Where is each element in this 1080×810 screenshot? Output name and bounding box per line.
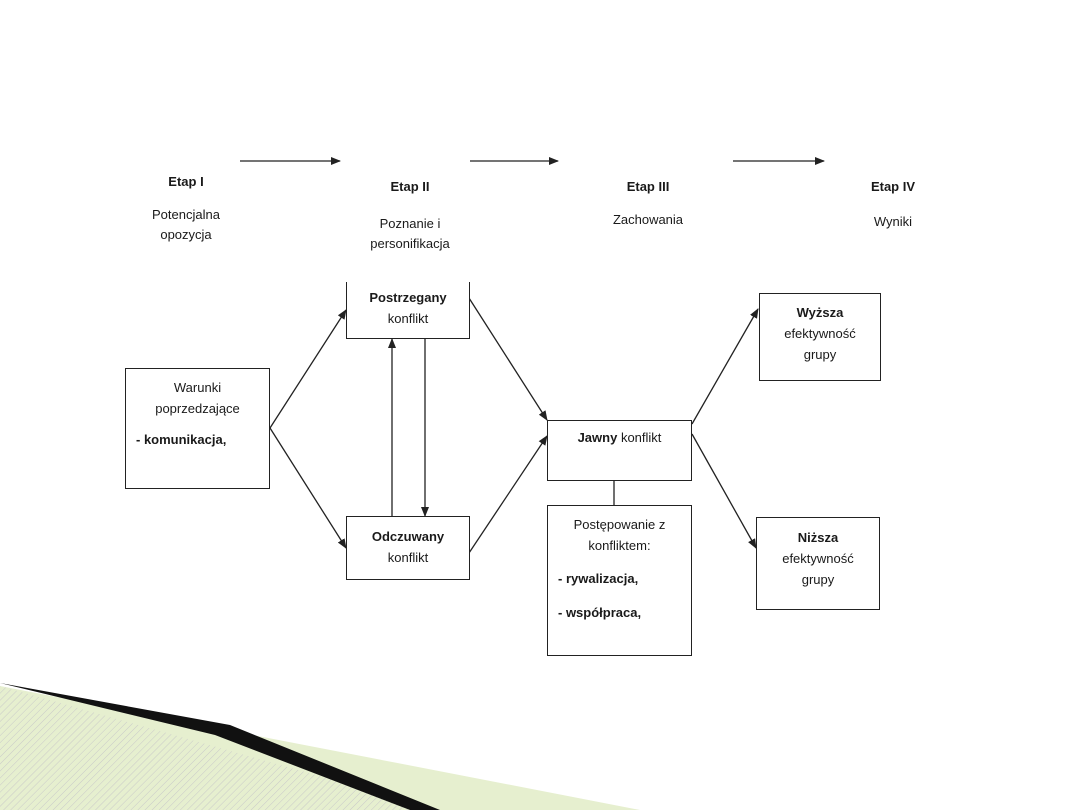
handling-item-1: - rywalizacja, [558,571,639,586]
conditions-line-2: poprzedzające [155,401,240,416]
higher-line-3: grupy [803,347,837,362]
stage-1: Etap I Potencjalna opozycja [121,174,251,245]
perceived-conflict-box: Postrzegany konflikt [346,282,470,339]
stage-1-desc-line-2: opozycja [160,227,212,242]
perceived-bold: Postrzegany [369,290,447,305]
dark-swoosh [0,683,440,810]
stage-2-desc-line-1: Poznanie i [379,216,441,231]
higher-line-2: efektywność [784,326,856,341]
higher-bold: Wyższa [796,305,844,320]
arrow-overt-lower [691,433,757,549]
handling-line-1: Postępowanie z [573,517,666,532]
lower-line-3: grupy [801,572,835,587]
conflict-handling-box: Postępowanie z konfliktem: - rywalizacja… [547,505,692,656]
stage-4-desc-line-1: Wyniki [873,214,913,229]
lower-effectiveness-box: Niższa efektywność grupy [756,517,880,610]
overt-bold: Jawny [577,430,618,445]
arrow-perceived-overt [468,297,548,421]
arrow-overt-higher [691,308,759,425]
stage-3-title: Etap III [626,179,670,194]
conditions-box: Warunki poprzedzające - komunikacja, [125,368,270,489]
handling-item-2: - współpraca, [558,605,642,620]
arrow-conditions-perceived [269,309,347,429]
stage-2-desc-line-2: personifikacja [370,236,450,251]
stage-4: Etap IV Wyniki [828,179,958,232]
stage-3-desc-line-1: Zachowania [612,212,684,227]
higher-effectiveness-box: Wyższa efektywność grupy [759,293,881,381]
felt-bold: Odczuwany [371,529,445,544]
stage-2-title: Etap II [390,179,430,194]
felt-normal: konflikt [387,550,429,565]
perceived-normal: konflikt [387,311,429,326]
stage-1-desc-line-1: Potencjalna [152,207,220,222]
felt-conflict-box: Odczuwany konflikt [346,516,470,580]
overt-conflict-box: Jawny konflikt [547,420,692,481]
arrow-conditions-felt [269,427,347,549]
conditions-item: - komunikacja, [136,432,227,447]
stage-4-title: Etap IV [870,179,916,194]
stage-1-title: Etap I [168,174,204,189]
stage-2: Etap II Poznanie i personifikacja [345,179,475,254]
lower-bold: Niższa [797,530,839,545]
conditions-line-1: Warunki [173,380,222,395]
overt-normal: konflikt [620,430,662,445]
stage-3: Etap III Zachowania [583,179,713,230]
arrow-felt-overt [468,435,548,554]
lower-line-2: efektywność [782,551,854,566]
handling-line-2: konfliktem: [588,538,651,553]
